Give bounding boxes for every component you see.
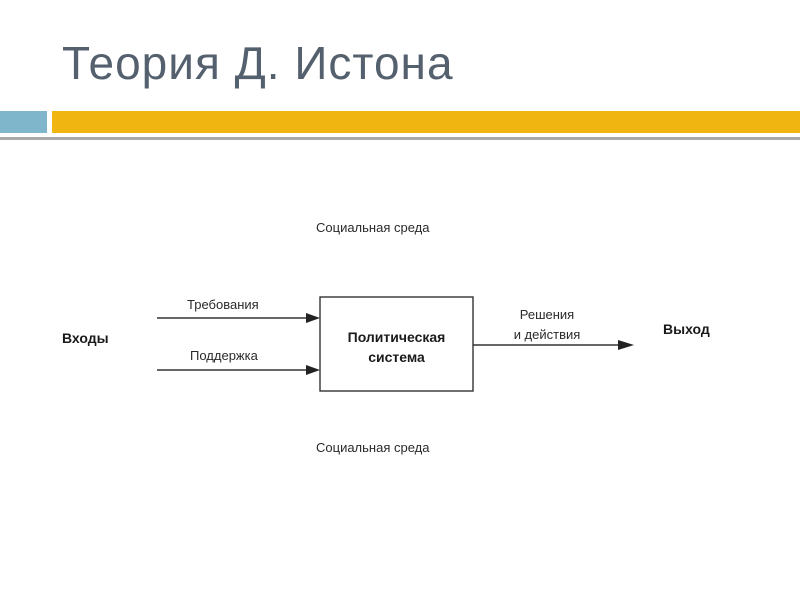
output-decisions-label: Решения и действия <box>492 305 602 345</box>
environment-bottom-label: Социальная среда <box>316 440 430 455</box>
accent-bar-blue <box>0 111 47 133</box>
title-divider <box>0 137 800 140</box>
system-label: Политическая система <box>320 327 473 367</box>
output-label-line1: Решения <box>519 307 575 322</box>
accent-bar-gold <box>52 111 800 133</box>
support-arrowhead <box>306 365 320 375</box>
system-label-line2: система <box>368 349 425 365</box>
system-box <box>319 296 474 392</box>
output-label: Выход <box>663 321 710 337</box>
input-support-label: Поддержка <box>190 348 258 363</box>
input-demands-label: Требования <box>187 297 259 312</box>
inputs-label: Входы <box>62 330 109 346</box>
output-arrowhead <box>618 340 634 350</box>
output-label-line2: и действия <box>513 327 581 342</box>
slide-title: Теория Д. Истона <box>62 37 454 89</box>
demands-arrowhead <box>306 313 320 323</box>
environment-top-label: Социальная среда <box>316 220 430 235</box>
system-label-line1: Политическая <box>347 329 446 345</box>
